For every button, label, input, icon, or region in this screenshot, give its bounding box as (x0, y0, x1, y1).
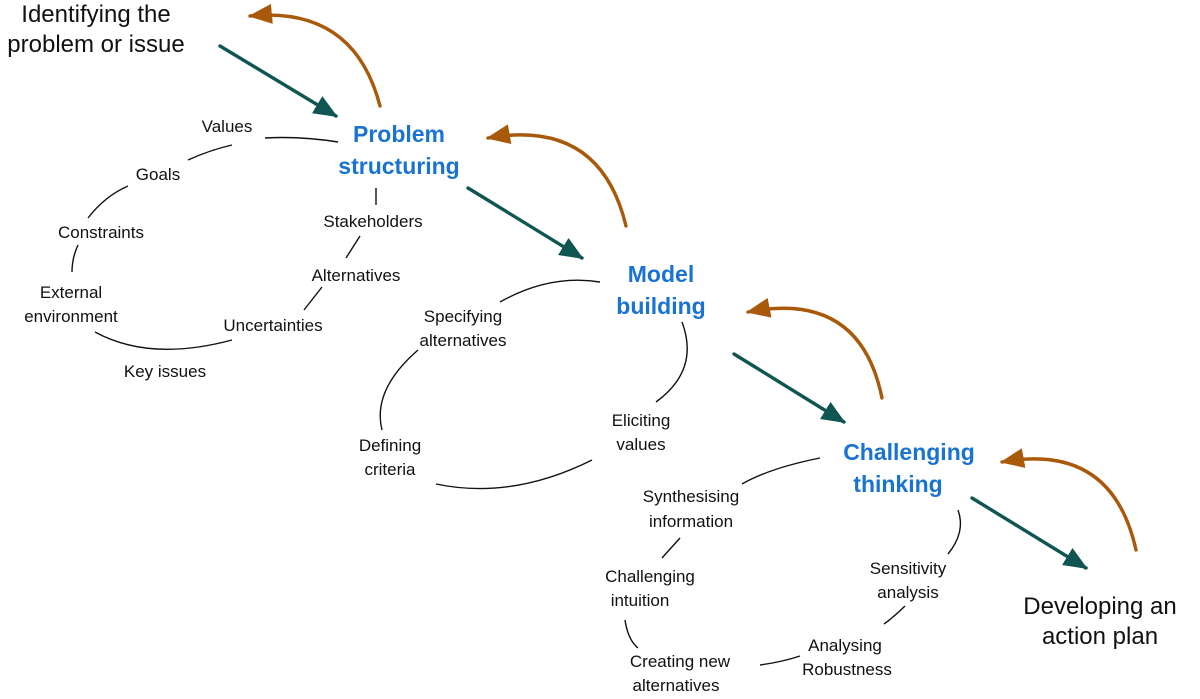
connector-goals-constraints (87, 185, 129, 219)
item-constraints: Constraints (58, 223, 144, 242)
connector-defining-eliciting (435, 459, 593, 490)
forward-arrow-challenging-to-plan (970, 496, 1088, 570)
connector-analysing-sensitivity (883, 605, 906, 625)
item-analysing-line1: Analysing (808, 636, 882, 655)
item-specifying-line2: alternatives (420, 331, 507, 350)
start-label-line1: Identifying the (21, 1, 170, 28)
connector-challintuition-creating (624, 619, 639, 649)
start-label-line2: problem or issue (7, 31, 184, 58)
feedback-arrow-model-to-problem (486, 124, 628, 228)
stage-challenging-thinking-line2: thinking (853, 471, 942, 497)
item-sensitivity-line1: Sensitivity (870, 559, 947, 578)
connector-creating-analysing (759, 655, 801, 666)
connector-eliciting-model (655, 321, 688, 403)
stage-model-building-line1: Model (628, 261, 694, 287)
connector-external-keyissues (94, 331, 233, 350)
forward-arrow-start (218, 44, 338, 118)
feedback-arrow-start (248, 3, 382, 108)
connector-values-goals (187, 144, 233, 161)
item-defining-line1: Defining (359, 436, 421, 455)
item-synthesising-line2: information (649, 512, 733, 531)
forward-arrow-problem-to-model (466, 186, 584, 260)
connector-specifying-defining (379, 349, 419, 431)
end-label-line1: Developing an (1023, 593, 1176, 620)
item-challenging-intuition-line2: intuition (611, 591, 670, 610)
item-values: Values (202, 117, 253, 136)
connector-problem-values (264, 136, 339, 143)
forward-arrow-model-to-challenging (732, 352, 846, 424)
stage-challenging-thinking-line1: Challenging (843, 439, 975, 465)
stage-model-building-line2: building (616, 293, 705, 319)
connector-challenging-synth (741, 457, 821, 485)
item-eliciting-line1: Eliciting (612, 411, 671, 430)
item-creating-line1: Creating new (630, 652, 731, 671)
item-synthesising-line1: Synthesising (643, 487, 739, 506)
feedback-arrow-challenging-to-model (746, 297, 884, 400)
item-defining-line2: criteria (364, 460, 416, 479)
item-external-line1: External (40, 283, 102, 302)
item-sensitivity-line2: analysis (877, 583, 938, 602)
connector-sensitivity-challenging (947, 509, 962, 555)
item-uncertainties: Uncertainties (223, 316, 322, 335)
item-goals: Goals (136, 165, 180, 184)
item-external-line2: environment (24, 307, 118, 326)
feedback-arrow-plan-to-challenging (1000, 448, 1138, 552)
item-eliciting-line2: values (616, 435, 665, 454)
item-key-issues: Key issues (124, 362, 206, 381)
item-analysing-line2: Robustness (802, 660, 892, 679)
item-stakeholders: Stakeholders (323, 212, 422, 231)
end-label-line2: action plan (1042, 623, 1158, 650)
item-creating-line2: alternatives (633, 676, 720, 695)
stage-problem-structuring-line2: structuring (338, 153, 459, 179)
connector-constraints-external (71, 244, 79, 273)
connector-alternatives-uncertainties (303, 286, 323, 311)
item-alternatives: Alternatives (312, 266, 401, 285)
connector-model-specifying (499, 279, 601, 303)
item-specifying-line1: Specifying (424, 307, 502, 326)
connector-stakeholders-alternatives (345, 235, 361, 259)
item-challenging-intuition-line1: Challenging (605, 567, 695, 586)
stage-problem-structuring-line1: Problem (353, 121, 445, 147)
connector-synth-challintuition (661, 537, 681, 559)
